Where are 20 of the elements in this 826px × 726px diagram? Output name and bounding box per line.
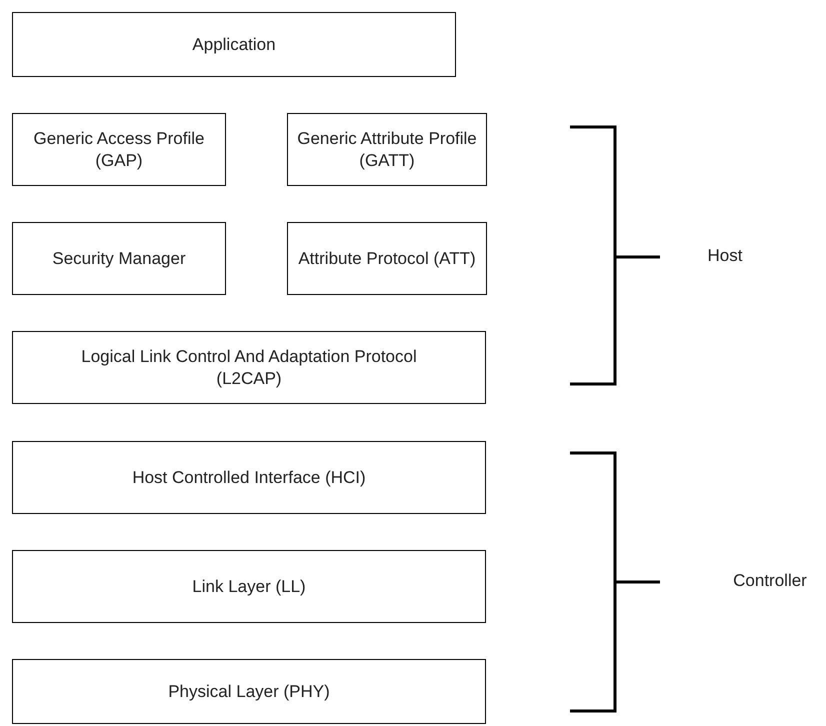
layer-name: Physical Layer (PHY) [167, 680, 331, 702]
layer-box [12, 659, 486, 724]
layer-name: Host Controlled Interface (HCI) [131, 466, 367, 488]
layer-name: Security Manager [51, 248, 187, 270]
layer-name: Attribute Protocol (ATT) [297, 248, 477, 270]
layer-box [12, 222, 226, 295]
layer-name: Generic Access Profile (GAP) [32, 128, 206, 172]
group-label: Host [708, 246, 742, 266]
layer-box [287, 222, 487, 295]
layer-box [12, 113, 226, 186]
layer-box [287, 113, 487, 186]
layer-name: Link Layer (LL) [191, 576, 307, 598]
layer-name: Application [191, 34, 277, 56]
group-label: Controller [733, 571, 807, 591]
layer-box [12, 331, 486, 404]
layer-box [12, 12, 456, 77]
layer-name: Logical Link Control And Adaptation Protocol (L2CAP) [80, 346, 418, 390]
layer-box [12, 441, 486, 514]
layer-name: Generic Attribute Profile (GATT) [296, 128, 478, 172]
layer-box [12, 550, 486, 623]
